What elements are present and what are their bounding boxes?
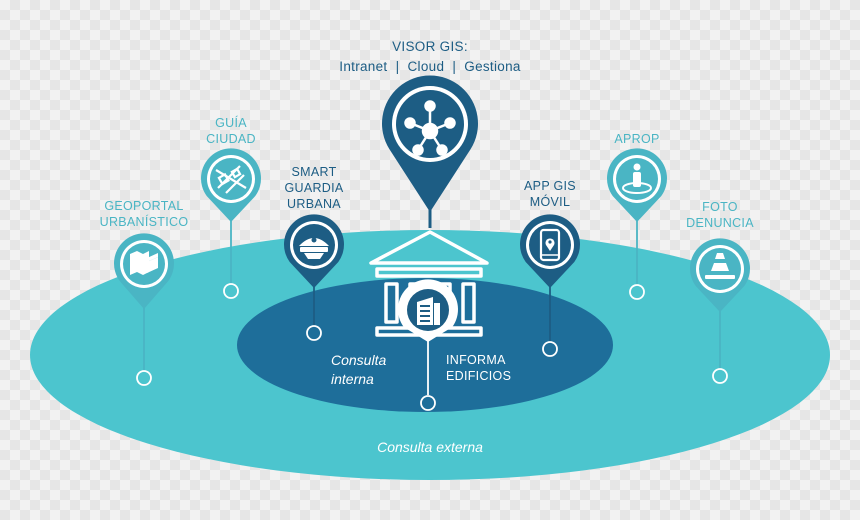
person-location-icon — [622, 163, 652, 194]
informa-label-line1: INFORMA — [446, 353, 506, 367]
app-label-line1: APP GIS — [524, 179, 576, 193]
foto-label-line1: FOTO — [702, 200, 738, 214]
smart-label-line1: SMART — [291, 165, 337, 179]
aprop-pin[interactable] — [607, 148, 667, 300]
app-gis-label: APP GIS MÓVIL — [512, 178, 588, 210]
geoportal-label-line1: GEOPORTAL — [104, 199, 184, 213]
consulta-interna-line2: interna — [331, 371, 374, 387]
guia-ciudad-pin[interactable] — [201, 148, 261, 299]
building-icon — [417, 297, 440, 325]
visor-gis-label: VISOR GIS: Intranet | Cloud | Gestiona — [330, 38, 530, 78]
geoportal-pin[interactable] — [114, 233, 174, 386]
foto-label-line2: DENUNCIA — [686, 216, 754, 230]
guia-label-line2: CIUDAD — [206, 132, 256, 146]
informa-edificios-pin[interactable] — [398, 279, 459, 411]
police-cap-icon — [299, 237, 329, 259]
informa-label-line2: EDIFICIOS — [446, 369, 512, 383]
aprop-label: APROP — [600, 131, 674, 147]
app-label-line2: MÓVIL — [529, 195, 571, 209]
network-icon — [404, 100, 456, 156]
app-gis-movil-pin[interactable] — [520, 214, 581, 357]
aprop-label-line1: APROP — [614, 132, 660, 146]
smart-label-line3: URBANA — [287, 197, 341, 211]
foto-denuncia-pin[interactable] — [690, 238, 751, 384]
foto-denuncia-label: FOTO DENUNCIA — [675, 199, 765, 231]
city-map-icon — [215, 165, 247, 194]
geoportal-label-line2: URBANÍSTICO — [99, 215, 189, 229]
consulta-externa-text: Consulta externa — [377, 439, 483, 455]
guia-label-line1: GUÍA — [215, 116, 247, 130]
smart-guardia-pin[interactable] — [284, 214, 345, 341]
informa-edificios-label: INFORMA EDIFICIOS — [446, 352, 516, 384]
visor-gis-title: VISOR GIS: — [392, 39, 468, 54]
traffic-cone-icon — [705, 253, 735, 279]
consulta-interna-line1: Consulta — [331, 352, 387, 368]
smart-label-line2: GUARDIA — [284, 181, 344, 195]
map-layers-icon — [130, 251, 158, 275]
internal-zone-ellipse — [237, 278, 613, 412]
smart-guardia-label: SMART GUARDIA URBANA — [270, 164, 358, 212]
consulta-externa-label: Consulta externa — [330, 438, 530, 457]
visor-gis-pin[interactable] — [382, 75, 479, 228]
visor-gis-subtitle: Intranet | Cloud | Gestiona — [339, 59, 521, 74]
geoportal-label: GEOPORTAL URBANÍSTICO — [88, 198, 200, 230]
mobile-location-icon — [539, 228, 561, 262]
guia-ciudad-label: GUÍA CIUDAD — [196, 115, 266, 147]
consulta-interna-label: Consulta interna — [331, 351, 401, 389]
